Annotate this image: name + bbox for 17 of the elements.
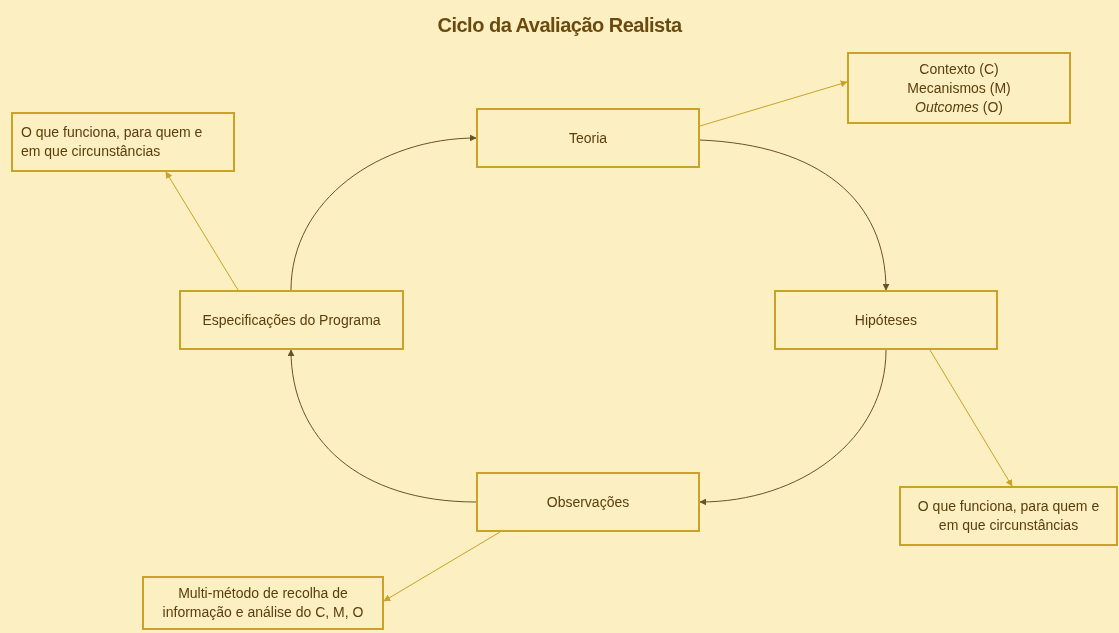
text-box: Contexto (C) Mecanismos (M) Outcomes (O): [847, 52, 1071, 124]
arrow: [290, 134, 477, 291]
arrow: [287, 349, 477, 503]
diagram-title: Ciclo da Avaliação Realista: [437, 13, 682, 38]
text-box: Teoria: [476, 108, 700, 168]
text-box: Observações: [476, 472, 700, 532]
arrow: [929, 349, 1013, 487]
arrow: [165, 171, 239, 291]
arrow: [699, 80, 848, 127]
text-box: O que funciona, para quem e em que circunstâncias: [11, 112, 235, 172]
arrow: [699, 349, 887, 506]
arrow: [383, 531, 501, 602]
text-box: O que funciona, para quem e em que circunstâncias: [899, 486, 1118, 546]
text-box: Multi-método de recolha de informação e análise do C, M, O: [142, 576, 384, 630]
text-box: Especificações do Programa: [179, 290, 404, 350]
arrow: [699, 139, 890, 291]
text-box: Hipóteses: [774, 290, 998, 350]
